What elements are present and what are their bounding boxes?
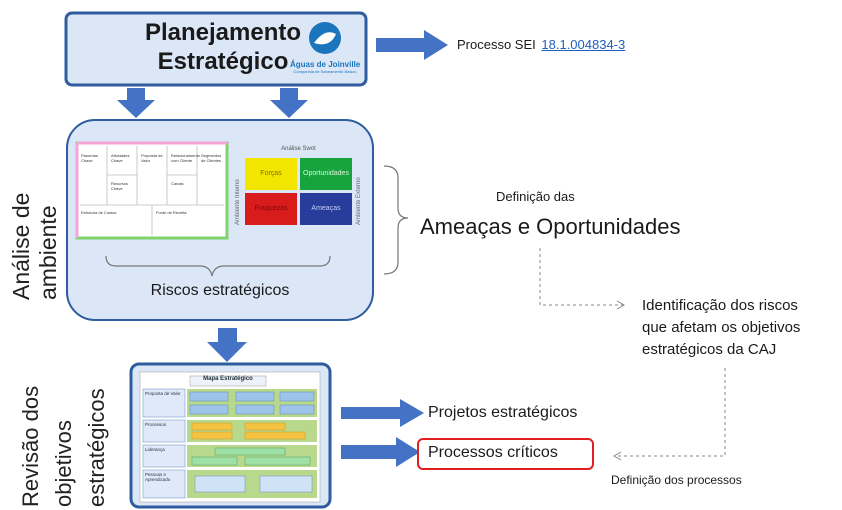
mapa-perspective: Liderança [145, 447, 165, 452]
logo-name: Águas de Joinville [290, 60, 361, 69]
definicao-ameacas-line1: Definição das [496, 189, 575, 204]
mapa-title: Mapa Estratégico [203, 376, 253, 382]
swot-forcas [245, 158, 297, 190]
projetos-estrategicos-label: Projetos estratégicos [428, 404, 578, 421]
swot-label-oportunidades: Oportunidades [303, 170, 349, 177]
revisao-label-line2: objetivos [51, 420, 76, 507]
riscos-bracket [105, 255, 331, 277]
logo-subtitle: Companhia de Saneamento Básico [293, 69, 357, 74]
canvas-cell: Proposta de Valor [141, 153, 163, 163]
arrow-to-projetos [341, 399, 424, 427]
canvas-cell: Fonte de Receita [156, 210, 187, 215]
identificacao-line3: estratégicos da CAJ [642, 341, 777, 358]
connector-ameacas-identificacao [539, 248, 626, 310]
processo-sei-link[interactable]: 18.1.004834-3 [541, 37, 626, 52]
arrow-down-mapa [207, 328, 247, 362]
revisao-side-label: Revisão dos objetivos estratégicos [14, 386, 113, 507]
definicao-ameacas-line2: Ameaças e Oportunidades [420, 214, 681, 239]
connector-identificacao-processos [612, 368, 726, 461]
swot-label-fraquezas: Fraquezas [254, 205, 288, 212]
swot-ameacas [300, 193, 352, 225]
swot-label-forcas: Forças [260, 170, 282, 177]
planejamento-title: Planejamento Estratégico [138, 18, 308, 76]
revisao-label-line3: estratégicos [84, 388, 109, 507]
identificacao-line2: que afetam os objetivos [642, 319, 801, 336]
aguas-logo: Águas de Joinville Companhia de Saneamen… [290, 18, 360, 78]
analise-label-line2: ambiente [35, 205, 61, 300]
swot-external-label: Ambiente Externo [356, 177, 362, 225]
swot-title: Análise Swot [281, 146, 316, 152]
canvas-cell: Atividades Chave [111, 153, 130, 163]
canvas-cell: Segmentos de Clientes [201, 153, 222, 163]
swot-oportunidades [300, 158, 352, 190]
mapa-perspective: Proposta de Valor [145, 391, 181, 396]
canvas-labels: Parcerias Chave Atividades Chave Propost… [78, 148, 228, 238]
revisao-label-line1: Revisão dos [18, 385, 43, 507]
swot-fraquezas [245, 193, 297, 225]
title-line2: Estratégico [157, 48, 289, 75]
mapa-perspective: Processos [145, 422, 167, 427]
identificacao-riscos: Identificação dos riscos que afetam os o… [642, 295, 800, 361]
planejamento-box [64, 11, 368, 87]
arrow-down-left [117, 88, 155, 118]
canvas-cell: Canais [171, 181, 184, 186]
swot-label-ameacas: Ameaças [311, 205, 341, 212]
mapa-perspective: Pessoas e Aprendizado [145, 472, 171, 482]
title-line1: Planejamento [144, 19, 302, 46]
canvas-cell: Estrutura de Custos [81, 210, 117, 215]
canvas-cell: Relacionamento com Cliente [171, 153, 200, 163]
canvas-cell: Parcerias Chave [81, 153, 98, 163]
identificacao-line1: Identificação dos riscos [642, 297, 798, 314]
analise-side-label: Análise de ambiente [8, 193, 62, 300]
arrow-down-right [270, 88, 308, 118]
analise-brace [383, 165, 409, 275]
processos-criticos-box [417, 438, 594, 470]
processos-criticos-label: Processos críticos [428, 444, 558, 461]
canvas-cell: Recursos Chave [111, 181, 128, 191]
riscos-estrategicos-label: Riscos estratégicos [150, 282, 290, 299]
swot-internal-label: Ambiente Interno [235, 179, 241, 225]
processo-sei: Processo SEI 18.1.004834-3 [457, 37, 625, 52]
analise-label-line1: Análise de [8, 192, 34, 300]
arrow-to-processos [341, 437, 420, 467]
definicao-processos-label: Definição dos processos [611, 473, 742, 487]
water-drop-icon [309, 22, 341, 54]
arrow-to-processo-sei [376, 30, 448, 60]
processo-sei-label: Processo SEI [457, 37, 536, 52]
